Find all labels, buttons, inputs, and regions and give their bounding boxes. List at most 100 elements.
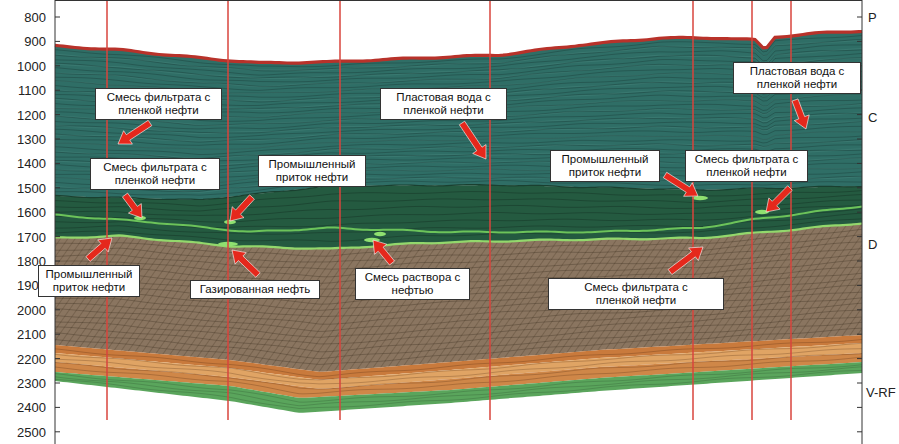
horizon-line bbox=[55, 242, 862, 269]
axis-tick bbox=[55, 17, 60, 18]
callout-arrow bbox=[792, 99, 809, 129]
horizon-line bbox=[55, 205, 862, 222]
callout-box: Промышленный приток нефти bbox=[258, 155, 366, 187]
callout-arrow bbox=[118, 120, 152, 144]
callout-text: Пластовая вода с пленкой нефти bbox=[385, 91, 502, 117]
horizon-line bbox=[55, 303, 862, 337]
axis-tick bbox=[55, 309, 60, 310]
callout-box: Пластовая вода с пленкой нефти bbox=[380, 88, 507, 120]
axis-tick bbox=[55, 383, 60, 384]
callout-arrow bbox=[86, 238, 112, 261]
axis-tick bbox=[55, 187, 60, 188]
horizon-line bbox=[55, 126, 862, 145]
axis-tick bbox=[55, 163, 60, 164]
callout-box: Смесь фильтрата с пленкой нефти bbox=[548, 278, 724, 310]
callout-arrow bbox=[373, 240, 395, 265]
callout-text: Смесь фильтрата с пленкой нефти bbox=[690, 153, 803, 179]
horizon-line bbox=[55, 191, 862, 206]
axis-tick bbox=[857, 187, 862, 188]
axis-label: 2500 bbox=[0, 425, 46, 438]
horizon-line bbox=[55, 122, 862, 141]
callout-arrow bbox=[232, 250, 260, 277]
axis-tick bbox=[55, 407, 60, 408]
callout-box: Смесь раствора с нефтью bbox=[355, 268, 470, 300]
well-line bbox=[692, 0, 694, 420]
axis-line bbox=[862, 0, 863, 444]
callout-text: Смесь фильтрата с пленкой нефти bbox=[100, 91, 217, 117]
horizon-line bbox=[55, 370, 862, 408]
callout-text: Смесь фильтрата с пленкой нефти bbox=[95, 161, 215, 187]
axis-label: P bbox=[868, 11, 898, 24]
horizon-line bbox=[55, 235, 862, 262]
axis-tick bbox=[857, 236, 862, 237]
axis-tick bbox=[857, 114, 862, 115]
axis-tick bbox=[55, 139, 60, 140]
callout-arrow bbox=[668, 247, 703, 275]
axis-tick bbox=[857, 212, 862, 213]
surface-line bbox=[55, 31, 862, 63]
axis-label: 1700 bbox=[0, 230, 46, 243]
axis-line bbox=[55, 0, 862, 1]
axis-tick bbox=[55, 212, 60, 213]
callout-arrow bbox=[459, 121, 486, 159]
callout-box: Газированная нефть bbox=[190, 280, 320, 299]
well-line bbox=[339, 0, 341, 420]
axis-label: 2400 bbox=[0, 401, 46, 414]
carboniferous-layer bbox=[55, 31, 862, 200]
axis-tick bbox=[55, 358, 60, 359]
well-line bbox=[106, 0, 108, 420]
callout-arrow bbox=[230, 195, 254, 221]
axis-label: C bbox=[868, 111, 898, 124]
axis-label: 2100 bbox=[0, 328, 46, 341]
callout-arrow bbox=[766, 186, 792, 212]
callout-text: Пластовая вода с пленкой нефти bbox=[738, 65, 856, 91]
axis-tick bbox=[857, 309, 862, 310]
callout-text: Промышленный приток нефти bbox=[43, 268, 135, 294]
axis-label: V-RF bbox=[866, 386, 898, 399]
axis-tick bbox=[55, 236, 60, 237]
axis-tick bbox=[857, 139, 862, 140]
well-line bbox=[489, 0, 491, 420]
green-horizon bbox=[55, 206, 862, 232]
axis-tick bbox=[857, 358, 862, 359]
axis-label: 900 bbox=[0, 35, 46, 48]
callout-text: Смесь раствора с нефтью bbox=[360, 271, 465, 297]
axis-tick bbox=[55, 114, 60, 115]
axis-tick bbox=[857, 383, 862, 384]
callout-text: Промышленный приток нефти bbox=[555, 153, 655, 179]
axis-tick bbox=[55, 334, 60, 335]
axis-tick bbox=[857, 431, 862, 432]
axis-tick bbox=[857, 407, 862, 408]
axis-label: 1600 bbox=[0, 206, 46, 219]
axis-label: 2200 bbox=[0, 352, 46, 365]
axis-label: 1000 bbox=[0, 59, 46, 72]
callout-text: Смесь фильтрата с пленкой нефти bbox=[580, 281, 692, 307]
axis-tick bbox=[857, 261, 862, 262]
axis-label: 1100 bbox=[0, 84, 46, 97]
axis-label: 2000 bbox=[0, 303, 46, 316]
oil-spot bbox=[692, 196, 708, 200]
axis-tick bbox=[857, 285, 862, 286]
axis-label: 800 bbox=[0, 11, 46, 24]
oil-spot bbox=[374, 232, 386, 236]
callout-arrow bbox=[122, 193, 142, 218]
callout-box: Промышленный приток нефти bbox=[38, 265, 140, 297]
axis-label: 1500 bbox=[0, 181, 46, 194]
axis-tick bbox=[55, 65, 60, 66]
axis-label: D bbox=[868, 238, 898, 251]
horizon-line bbox=[55, 365, 862, 402]
axis-label: 1400 bbox=[0, 157, 46, 170]
axis-tick bbox=[55, 261, 60, 262]
callout-box: Пластовая вода с пленкой нефти bbox=[733, 62, 861, 94]
basement-layer bbox=[55, 362, 862, 413]
axis-line bbox=[55, 0, 56, 444]
axis-label: 2300 bbox=[0, 377, 46, 390]
horizon-line bbox=[55, 200, 862, 215]
axis-tick bbox=[55, 41, 60, 42]
axis-tick bbox=[55, 431, 60, 432]
horizon-line bbox=[55, 298, 862, 332]
callout-text: Газированная нефть bbox=[200, 283, 310, 296]
axis-tick bbox=[55, 90, 60, 91]
callout-box: Смесь фильтрата с пленкой нефти bbox=[685, 150, 808, 182]
